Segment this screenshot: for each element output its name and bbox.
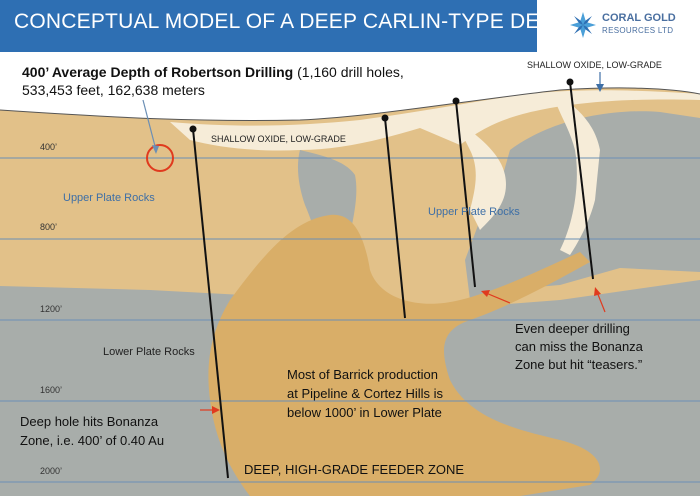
drill-collar-2 [381,114,389,122]
upper-plate-label-left: Upper Plate Rocks [63,192,155,204]
drill-collar-4 [566,78,574,86]
company-logo: CORAL GOLD RESOURCES LTD [566,8,696,48]
deep-hole-line-1: Deep hole hits Bonanza [20,414,159,429]
title-banner: CONCEPTUAL MODEL OF A DEEP CARLIN-TYPE D… [0,0,603,52]
logo-subtitle: RESOURCES LTD [602,26,674,35]
deeper-line-3: Zone but hit “teasers.” [515,357,643,372]
drill-hole-3 [455,100,476,288]
barrick-line-1: Most of Barrick production [287,367,439,382]
drill-hole-2 [384,117,406,319]
average-depth-note-bold: 400’ Average Depth of Robertson Drilling [22,64,294,80]
oxide-channel [455,120,506,230]
upper-plate-label-right: Upper Plate Rocks [428,206,520,218]
feeder-zone-label: DEEP, HIGH-GRADE FEEDER ZONE [244,462,465,477]
average-depth-circle [146,144,174,172]
drill-collar-3 [452,97,460,105]
drill-holes [192,81,594,479]
drill-collars [189,78,574,133]
depth-pointer-arrow [152,145,159,154]
average-depth-note: 400’ Average Depth of Robertson Drilling… [22,64,404,80]
star-logo-icon [570,12,596,38]
page-title: CONCEPTUAL MODEL OF A DEEP CARLIN-TYPE D… [14,10,604,33]
depth-gridlines [0,157,700,483]
oxide-pointer-arrow [596,84,604,92]
bonanza-pointer-arrow [212,406,220,414]
depth-label-1600: 1600’ [40,385,63,395]
lower-plate-label: Lower Plate Rocks [103,346,195,358]
barrick-line-2: at Pipeline & Cortez Hills is [287,386,444,401]
deep-hole-line-2: Zone, i.e. 400’ of 0.40 Au [20,433,165,448]
feeder-zone-ore [208,214,600,496]
teaser-pointer-arrow-1 [481,290,490,297]
teaser-pointer-arrow-2 [594,287,601,296]
barrick-line-3: below 1000’ in Lower Plate [287,405,442,420]
deeper-line-2: can miss the Bonanza [515,339,643,354]
deeper-line-1: Even deeper drilling [515,321,630,336]
drill-hole-1 [192,128,229,479]
shallow-oxide-label-left: SHALLOW OXIDE, LOW-GRADE [211,134,346,144]
drill-hole-4 [569,81,594,280]
deep-hole-note: Deep hole hits Bonanza Zone, i.e. 400’ o… [20,412,164,450]
teaser-pointer-line-1 [485,292,511,304]
oxide-channel-right [555,96,600,255]
depth-label-800: 800’ [40,222,58,232]
depth-label-400: 400’ [40,142,58,152]
barrick-production-note: Most of Barrick production at Pipeline &… [287,365,443,422]
average-depth-note-line2: 533,453 feet, 162,638 meters [22,82,205,98]
deeper-drilling-note: Even deeper drilling can miss the Bonanz… [515,320,643,374]
average-depth-note-rest: (1,160 drill holes, [293,64,404,80]
depth-label-2000: 2000’ [40,466,63,476]
depth-label-1200: 1200’ [40,304,63,314]
ground-surface [0,87,700,122]
teaser-pointer-line-2 [596,291,606,313]
depth-pointer-line [142,99,157,151]
shallow-oxide-label-right: SHALLOW OXIDE, LOW-GRADE [527,60,662,70]
drill-collar-1 [189,125,197,133]
logo-name: CORAL GOLD [602,12,676,24]
